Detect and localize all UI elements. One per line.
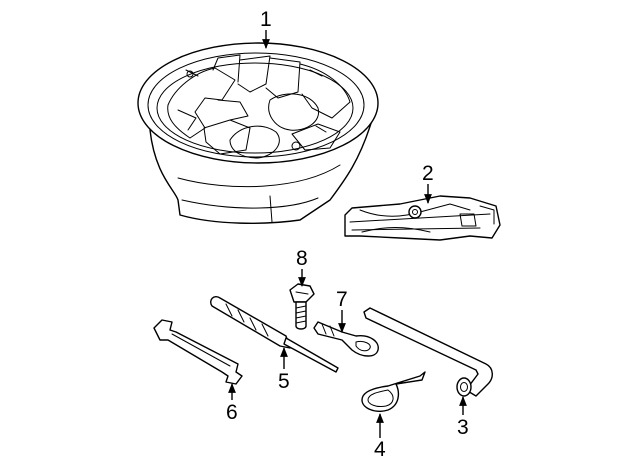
screwdriver-part xyxy=(210,296,339,373)
open-end-wrench-part xyxy=(153,319,243,385)
callout-label: 8 xyxy=(296,247,308,270)
callout-6: 6 xyxy=(226,383,238,424)
callout-2: 2 xyxy=(422,162,434,204)
callout-1: 1 xyxy=(260,8,272,49)
jack-part xyxy=(344,195,501,241)
callout-label: 7 xyxy=(336,288,348,311)
bolt-part xyxy=(289,283,315,330)
callout-label: 4 xyxy=(374,438,386,461)
callout-label: 5 xyxy=(278,370,290,393)
callout-label: 6 xyxy=(226,401,238,424)
callout-7: 7 xyxy=(336,288,348,333)
callout-5: 5 xyxy=(278,347,290,393)
callout-3: 3 xyxy=(457,396,469,439)
callout-8: 8 xyxy=(296,247,308,287)
lug-wrench-part xyxy=(363,307,493,397)
callout-4: 4 xyxy=(374,413,386,461)
tow-eye-part xyxy=(313,321,379,357)
callout-label: 2 xyxy=(422,162,434,185)
hook-part xyxy=(361,371,426,412)
tool-tray-part xyxy=(137,42,379,224)
callout-label: 3 xyxy=(457,416,469,439)
callout-label: 1 xyxy=(260,8,272,31)
